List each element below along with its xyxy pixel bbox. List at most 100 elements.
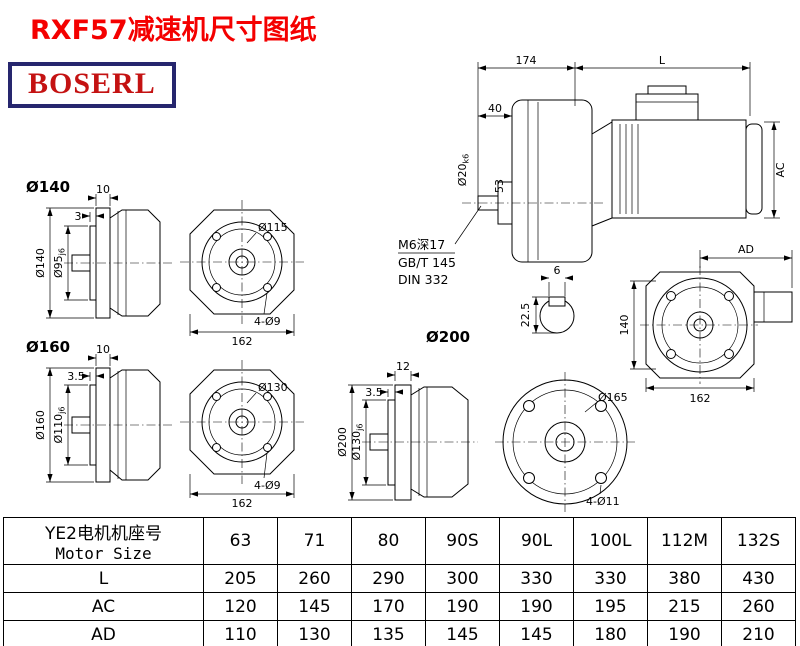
bolt-hole bbox=[263, 283, 272, 292]
dim-spigot-dia: Ø110j6 bbox=[52, 407, 67, 444]
dim-ad: AD bbox=[738, 243, 754, 256]
dim-flange-dia: Ø200 bbox=[336, 427, 349, 457]
header-en: Motor Size bbox=[55, 544, 152, 563]
flange-plate bbox=[394, 384, 412, 501]
table-cell: 300 bbox=[425, 564, 500, 593]
bolt-circle-label: Ø165 bbox=[598, 391, 628, 404]
table-row: AD 110 130 135 145 145 180 190 210 bbox=[3, 620, 796, 646]
table-header-cell: 63 bbox=[203, 517, 278, 565]
bolt-hole bbox=[595, 472, 607, 484]
bolt-circle-label: Ø115 bbox=[258, 221, 288, 234]
table-cell: 380 bbox=[647, 564, 722, 593]
table-cell: 120 bbox=[203, 592, 278, 621]
table-cell: 195 bbox=[573, 592, 648, 621]
dim-key-height: 22.5 bbox=[519, 303, 532, 328]
dim-shaft-position: 53 bbox=[493, 179, 506, 193]
terminal-box-side bbox=[753, 291, 793, 323]
table-cell: 180 bbox=[573, 620, 648, 646]
table-cell: 210 bbox=[721, 620, 796, 646]
rear-view: AD 140 162 bbox=[618, 243, 793, 405]
bolt-hole bbox=[212, 392, 221, 401]
brand-logo: BOSERL bbox=[8, 62, 176, 108]
header-cn: YE2电机机座号 bbox=[45, 524, 162, 544]
bolt-hole bbox=[666, 349, 676, 359]
table-header-cell: 71 bbox=[277, 517, 352, 565]
dim-spigot-dia: Ø95j6 bbox=[52, 248, 67, 278]
table-header-cell: 80 bbox=[351, 517, 426, 565]
bolt-holes-label: 4-Ø9 bbox=[254, 479, 281, 492]
bolt-hole bbox=[666, 291, 676, 301]
bolt-holes-label: 4-Ø11 bbox=[586, 495, 620, 508]
dim-spigot-thickness: 3.5 bbox=[67, 370, 85, 383]
dim-flange-dia: Ø140 bbox=[34, 248, 47, 278]
table-cell: 190 bbox=[499, 592, 574, 621]
brand-logo-text: BOSERL bbox=[28, 67, 156, 100]
dim-spigot-thickness: 3.5 bbox=[365, 386, 383, 399]
row-label: L bbox=[3, 564, 204, 593]
motor-adapter bbox=[591, 121, 613, 227]
dim-rear-width: 162 bbox=[690, 392, 711, 405]
bolt-hole bbox=[724, 291, 734, 301]
table-cell: 330 bbox=[573, 564, 648, 593]
dim-motor-length: L bbox=[659, 54, 666, 67]
dim-flange-thickness: 10 bbox=[96, 183, 110, 196]
row-label: AC bbox=[3, 592, 204, 621]
dim-flange-dia: Ø160 bbox=[34, 410, 47, 440]
table-cell: 190 bbox=[425, 592, 500, 621]
table-cell: 170 bbox=[351, 592, 426, 621]
dim-spigot-thickness: 3 bbox=[75, 210, 82, 223]
bolt-hole bbox=[263, 392, 272, 401]
bolt-hole bbox=[212, 283, 221, 292]
table-cell: 330 bbox=[499, 564, 574, 593]
flange-160-front-outline bbox=[189, 369, 295, 475]
dim-spigot-dia: Ø130j6 bbox=[350, 424, 365, 461]
dim-flange-thickness: 10 bbox=[96, 343, 110, 356]
flange-160-view: Ø160 10 3.5 Ø160 Ø110j6 bbox=[26, 338, 304, 510]
dim-key-width: 6 bbox=[554, 264, 561, 277]
dim-motor-height: AC bbox=[774, 162, 787, 177]
bolt-hole bbox=[523, 400, 535, 412]
table-cell: 260 bbox=[277, 564, 352, 593]
spigot-plate bbox=[387, 399, 396, 486]
table-row: AC 120 145 170 190 190 195 215 260 bbox=[3, 592, 796, 621]
bolt-holes-label: 4-Ø9 bbox=[254, 315, 281, 328]
dim-gear-length: 174 bbox=[516, 54, 537, 67]
rear-housing-outline bbox=[645, 271, 755, 379]
dim-shaft-length: 40 bbox=[488, 102, 502, 115]
flange-140-label: Ø140 bbox=[26, 178, 70, 196]
bolt-hole bbox=[263, 232, 272, 241]
tap-standard-din: DIN 332 bbox=[398, 272, 449, 287]
flange-140-view: Ø140 10 3 Ø140 Ø95j6 bbox=[26, 178, 304, 348]
page-title: RXF57减速机尺寸图纸 bbox=[30, 15, 317, 46]
table-cell: 205 bbox=[203, 564, 278, 593]
housing-side bbox=[109, 369, 161, 481]
dim-body-width: 162 bbox=[232, 335, 253, 348]
dim-rear-height: 140 bbox=[618, 315, 631, 336]
gear-housing bbox=[511, 99, 593, 263]
motor-fan-cover bbox=[745, 123, 763, 215]
tap-standard-gb: GB/T 145 bbox=[398, 255, 456, 270]
tap-callout: M6深17 bbox=[398, 237, 445, 252]
row-label: AD bbox=[3, 620, 204, 646]
table-cell: 260 bbox=[721, 592, 796, 621]
bolt-hole bbox=[263, 443, 272, 452]
table-header-cell: 112M bbox=[647, 517, 722, 565]
bolt-hole bbox=[595, 400, 607, 412]
table-row: L 205 260 290 300 330 330 380 430 bbox=[3, 564, 796, 593]
table-header-cell: 90S bbox=[425, 517, 500, 565]
bolt-hole bbox=[212, 232, 221, 241]
assembly-view: 174 L 40 Ø20k6 53 bbox=[398, 54, 787, 287]
bolt-hole bbox=[212, 443, 221, 452]
table-cell: 215 bbox=[647, 592, 722, 621]
flange-140-front-outline bbox=[189, 209, 295, 315]
bolt-hole bbox=[523, 472, 535, 484]
table-header-cell: 100L bbox=[573, 517, 648, 565]
table-header-cell: 90L bbox=[499, 517, 574, 565]
table-cell: 290 bbox=[351, 564, 426, 593]
motor-size-table: YE2电机机座号 Motor Size 63 71 80 90S 90L 100… bbox=[3, 517, 796, 646]
dimension-drawing: 174 L 40 Ø20k6 53 bbox=[26, 54, 793, 512]
bolt-hole bbox=[724, 349, 734, 359]
dim-flange-thickness: 12 bbox=[396, 360, 410, 373]
table-cell: 145 bbox=[277, 592, 352, 621]
